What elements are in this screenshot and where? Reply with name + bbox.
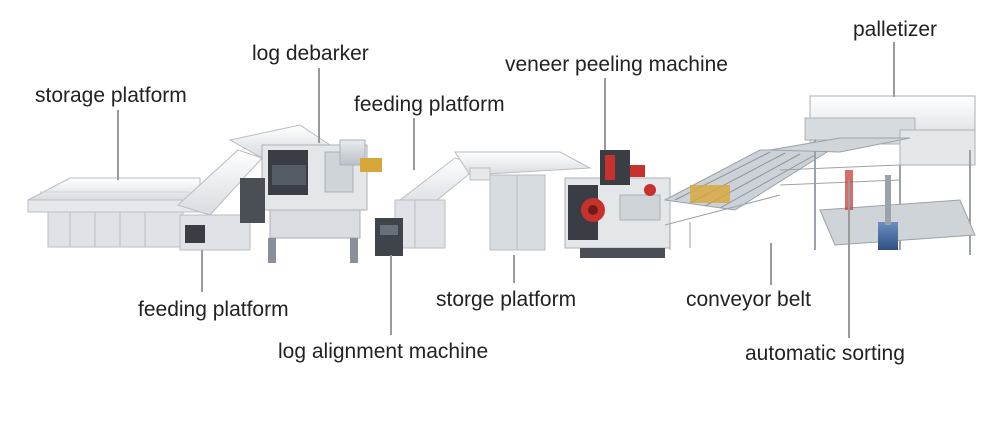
log-debarker-machine <box>240 139 382 263</box>
feeding-platform-upper <box>394 157 482 249</box>
leader-feeding-platform-top <box>413 118 415 170</box>
feeding-platform-inclined <box>177 124 332 251</box>
veneer-peeling-machine <box>564 150 671 258</box>
label-log-debarker: log debarker <box>252 42 369 65</box>
label-storage-platform: storage platform <box>35 84 187 107</box>
label-log-alignment-machine: log alignment machine <box>278 340 489 363</box>
leader-storge-platform <box>513 255 515 283</box>
label-storge-platform: storge platform <box>436 288 577 311</box>
leader-conveyor-belt <box>770 243 772 285</box>
label-veneer-peeling-machine: veneer peeling machine <box>505 53 728 76</box>
leader-log-alignment <box>390 255 392 335</box>
leader-veneer-peeling <box>604 78 606 150</box>
leader-feeding-platform-bottom <box>201 250 203 292</box>
leader-automatic-sorting <box>848 180 850 338</box>
conveyor-belt-machine <box>663 149 832 250</box>
label-palletizer: palletizer <box>853 18 938 41</box>
palletizer-machine <box>804 95 976 255</box>
log-alignment-machine <box>375 218 403 256</box>
label-feeding-platform-bottom: feeding platform <box>138 298 289 321</box>
storge-platform-machine <box>454 151 592 251</box>
storage-platform-machine <box>27 177 201 248</box>
leader-log-debarker <box>318 68 320 143</box>
leader-storage-platform <box>117 110 119 180</box>
label-feeding-platform-top: feeding platform <box>354 93 505 116</box>
label-conveyor-belt: conveyor belt <box>686 288 811 311</box>
label-automatic-sorting: automatic sorting <box>745 342 905 365</box>
leader-palletizer <box>893 42 895 97</box>
